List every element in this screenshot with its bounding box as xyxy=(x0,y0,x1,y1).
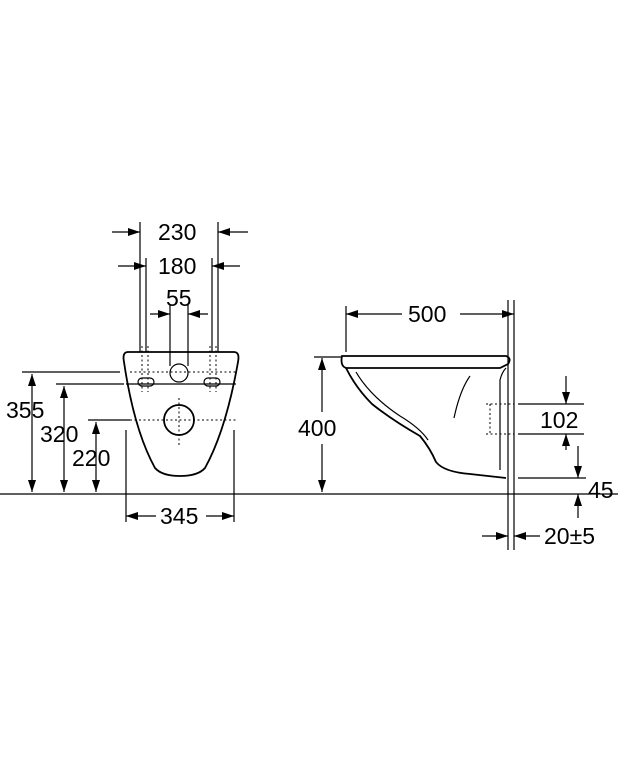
arrowhead xyxy=(128,228,140,236)
arrowhead xyxy=(346,310,358,318)
dim-label-500: 500 xyxy=(408,301,446,327)
dim-label-320: 320 xyxy=(40,421,78,447)
arrowhead xyxy=(92,480,100,492)
arrowhead xyxy=(134,262,146,270)
dim-label-55: 55 xyxy=(166,285,192,311)
arrowhead xyxy=(318,480,326,492)
dim-label-45: 45 xyxy=(588,477,614,503)
arrowhead xyxy=(188,310,200,318)
arrowhead xyxy=(28,480,36,492)
side-bowl-rear xyxy=(499,367,507,470)
arrowhead xyxy=(574,466,582,478)
arrowhead xyxy=(212,262,224,270)
arrowhead xyxy=(496,532,508,540)
arrowhead xyxy=(158,310,170,318)
front-view: 230 180 55 355 320 220 xyxy=(6,219,248,529)
arrowhead xyxy=(574,494,582,506)
arrowhead xyxy=(562,434,570,446)
side-bowl-body xyxy=(345,367,507,479)
arrowhead xyxy=(28,374,36,386)
arrowhead xyxy=(60,480,68,492)
side-bowl-outline xyxy=(340,355,511,369)
dim-label-230: 230 xyxy=(158,219,196,245)
arrowhead xyxy=(514,532,526,540)
front-bowl-outline xyxy=(122,351,240,477)
dim-label-180: 180 xyxy=(158,253,196,279)
arrowhead xyxy=(318,358,326,370)
arrowhead xyxy=(562,392,570,404)
dim-label-220: 220 xyxy=(72,445,110,471)
dim-label-345: 345 xyxy=(160,503,198,529)
side-bowl-inner xyxy=(355,371,429,441)
right-bolt-slot xyxy=(203,377,221,387)
arrowhead xyxy=(126,512,138,520)
arrowhead xyxy=(60,386,68,398)
side-view: 500 400 102 45 20±5 xyxy=(298,300,614,550)
front-top-hole xyxy=(169,363,189,383)
dim-label-400: 400 xyxy=(298,415,336,441)
arrowhead xyxy=(222,512,234,520)
arrowhead xyxy=(502,310,514,318)
arrowhead xyxy=(218,228,230,236)
arrowhead xyxy=(92,422,100,434)
side-bowl-inner-curve xyxy=(453,375,471,419)
left-bolt-slot xyxy=(137,377,155,387)
dim-label-355: 355 xyxy=(6,397,44,423)
dim-label-wall-gap: 20±5 xyxy=(544,523,595,549)
dim-label-102: 102 xyxy=(540,407,578,433)
